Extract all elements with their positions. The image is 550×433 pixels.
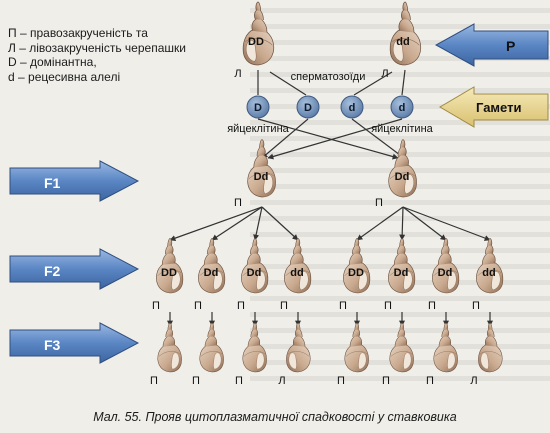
f1-coil-label: П: [375, 197, 383, 209]
f3-coil-label: П: [382, 375, 390, 387]
egg-label-left: яйцеклітина: [227, 123, 289, 135]
f1-genotype-label: Dd: [395, 171, 410, 183]
egg-label-right: яйцеклітина: [371, 123, 433, 135]
f2-coil-label: П: [237, 300, 245, 312]
f1-arrow-label: F1: [44, 175, 61, 191]
f3-shell: [242, 322, 267, 373]
f2-coil-label: П: [194, 300, 202, 312]
connection-lines: [167, 69, 493, 327]
f3-arrow-label: F3: [44, 337, 61, 353]
f2-genotype-label: dd: [290, 267, 303, 279]
snail-shells: [156, 1, 504, 373]
parent-genotype-label: DD: [248, 36, 264, 48]
f1-arrow: F1: [9, 160, 140, 202]
parent-coil-label: Л: [381, 68, 388, 80]
f2-coil-label: П: [384, 300, 392, 312]
legend-line-4: d – рецесивна алелі: [8, 69, 121, 84]
f2-coil-label: П: [339, 300, 347, 312]
f3-shell: [199, 322, 224, 373]
legend-line-3: D – домінантна,: [8, 55, 97, 69]
f2-shell: [343, 238, 371, 294]
f3-coil-label: П: [337, 375, 345, 387]
f2-shell: [198, 238, 226, 294]
f3-coil-label: П: [150, 375, 158, 387]
f3-coil-label: П: [192, 375, 200, 387]
parent-shell: [242, 1, 275, 66]
gamete-allele-label: D: [254, 102, 262, 114]
f3-shell: [344, 322, 369, 373]
parent-coil-label: Л: [234, 68, 241, 80]
f2-coil-label: П: [472, 300, 480, 312]
f3-shell: [286, 322, 311, 373]
f2-coil-label: П: [152, 300, 160, 312]
parent-genotype-label: dd: [396, 36, 409, 48]
f3-shell: [389, 322, 414, 373]
f3-shell: [157, 322, 182, 373]
f2-shell: [284, 238, 312, 294]
gamete-allele-label: d: [399, 102, 406, 114]
legend-line-1: П – правозакрученість та: [8, 26, 148, 40]
f3-shell: [478, 322, 503, 373]
f1-genotype-label: Dd: [254, 171, 269, 183]
f2-shell: [156, 238, 184, 294]
f2-shell: [432, 238, 460, 294]
f2-coil-label: П: [428, 300, 436, 312]
f2-arrow-label: F2: [44, 263, 61, 279]
gamete-cell: [340, 95, 364, 119]
f3-coil-label: П: [235, 375, 243, 387]
f2-genotype-label: DD: [348, 267, 364, 279]
f2-genotype-label: dd: [482, 267, 495, 279]
sperm-label: сперматозоїди: [291, 71, 366, 83]
f3-shell: [433, 322, 458, 373]
gamete-allele-label: D: [304, 102, 312, 114]
f2-arrow: F2: [9, 248, 140, 290]
f3-coil-label: Л: [470, 375, 477, 387]
f2-genotype-label: DD: [161, 267, 177, 279]
f2-shell: [241, 238, 269, 294]
f3-arrow: F3: [9, 322, 140, 364]
f3-coil-label: П: [426, 375, 434, 387]
figure-caption: Мал. 55. Прояв цитоплазматичної спадково…: [93, 410, 457, 424]
f2-shell: [388, 238, 416, 294]
parent-shell: [389, 1, 422, 66]
f2-genotype-label: Dd: [394, 267, 409, 279]
gamete-cell: [246, 95, 270, 119]
p-arrow: P: [434, 23, 549, 67]
f1-coil-label: П: [234, 197, 242, 209]
gamete-cell: [390, 95, 414, 119]
legend-line-2: Л – лівозакрученість черепашки: [8, 40, 186, 55]
p-arrow-label: P: [506, 38, 515, 54]
gametes-arrow-label: Гамети: [476, 100, 521, 115]
legend: П – правозакрученість та Л – лівозакруче…: [8, 26, 186, 84]
f1-shell: [247, 139, 276, 198]
f2-genotype-label: Dd: [247, 267, 262, 279]
f2-genotype-label: Dd: [438, 267, 453, 279]
f2-coil-label: П: [280, 300, 288, 312]
f2-shell: [476, 238, 504, 294]
f3-coil-label: Л: [278, 375, 285, 387]
f2-genotype-label: Dd: [204, 267, 219, 279]
gamete-cells: [246, 95, 414, 119]
gamete-cell: [296, 95, 320, 119]
gamete-allele-label: d: [349, 102, 356, 114]
f1-shell: [388, 139, 417, 198]
gametes-arrow: Гамети: [439, 86, 549, 128]
